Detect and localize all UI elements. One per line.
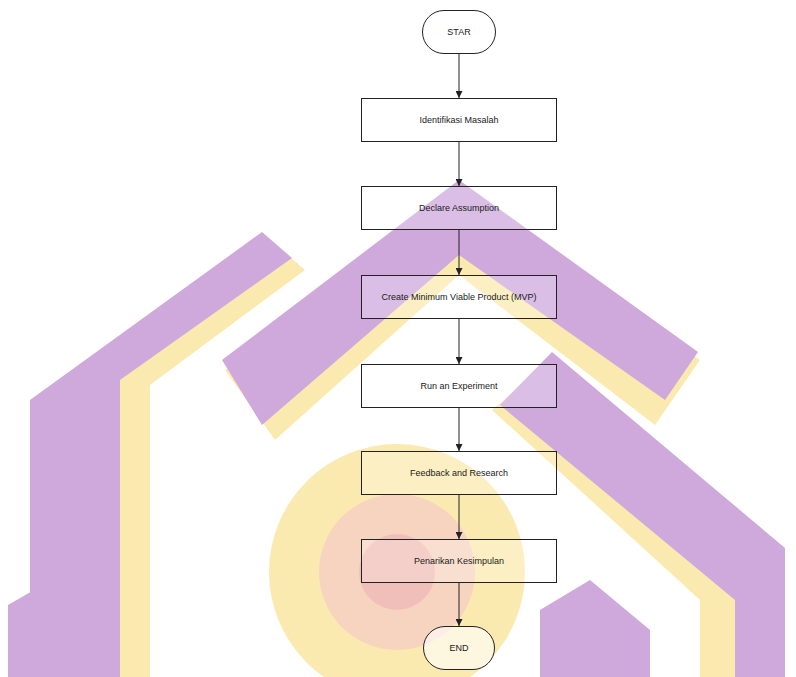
- process-label: Penarikan Kesimpulan: [406, 552, 512, 571]
- process-box: Identifikasi Masalah: [361, 98, 557, 142]
- flow-arrow: [459, 54, 460, 98]
- terminal-shape: END: [423, 626, 495, 670]
- terminal-shape: STAR: [422, 10, 496, 54]
- process-box: Penarikan Kesimpulan: [361, 539, 557, 583]
- flow-arrow: [459, 408, 460, 451]
- process-box: Declare Assumption: [361, 186, 557, 230]
- process-box: Feedback and Research: [361, 451, 557, 495]
- process-label: Run an Experiment: [412, 377, 505, 396]
- process-box: Create Minimum Viable Product (MVP): [361, 275, 557, 319]
- process-box: Run an Experiment: [361, 364, 557, 408]
- flow-arrow: [459, 230, 460, 275]
- process-label: Create Minimum Viable Product (MVP): [374, 288, 545, 307]
- process-label: Identifikasi Masalah: [411, 111, 506, 130]
- flow-arrow: [459, 583, 460, 626]
- logo-block: [8, 575, 85, 677]
- logo-chevron: [222, 180, 698, 425]
- process-label: Declare Assumption: [411, 199, 507, 218]
- flow-arrow: [459, 142, 460, 186]
- flow-arrow: [459, 319, 460, 364]
- process-label: Feedback and Research: [402, 464, 516, 483]
- terminal-label: STAR: [439, 23, 478, 42]
- terminal-label: END: [441, 639, 476, 658]
- flow-arrow: [459, 495, 460, 539]
- logo-block: [540, 580, 650, 677]
